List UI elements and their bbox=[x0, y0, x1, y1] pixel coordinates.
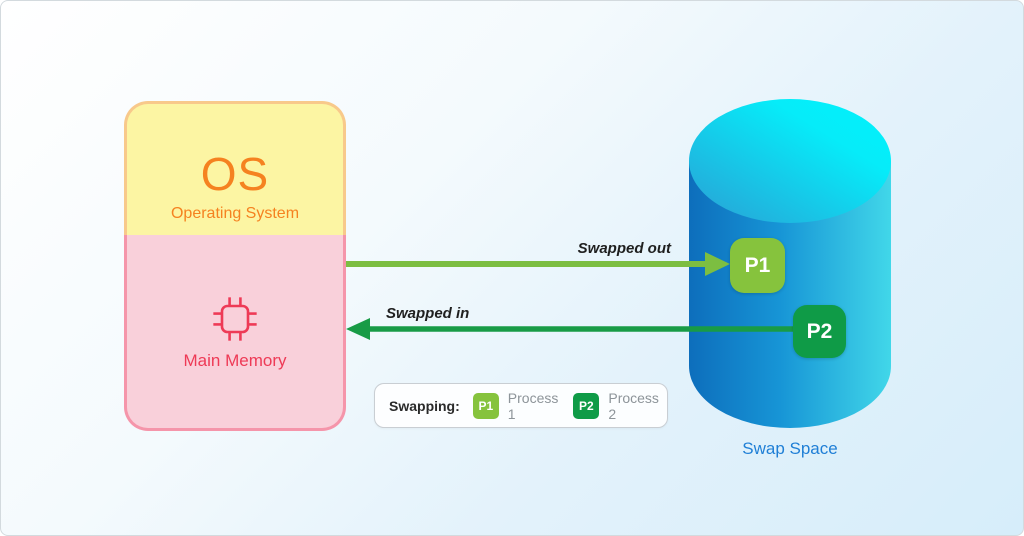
legend-p1-label: Process 1 bbox=[507, 389, 559, 422]
main-memory-label: Main Memory bbox=[183, 350, 287, 370]
os-label: Operating System bbox=[170, 205, 300, 222]
os-section: OS Operating System bbox=[124, 101, 346, 235]
main-memory-section: Main Memory bbox=[124, 235, 346, 431]
legend-title: Swapping: bbox=[389, 397, 460, 414]
swap-space-label: Swap Space bbox=[742, 439, 838, 458]
swapping-legend: Swapping: P1 Process 1 P2 Process 2 bbox=[374, 383, 668, 428]
swapped-out-label: Swapped out bbox=[577, 240, 671, 257]
swapped-out-arrow bbox=[346, 252, 730, 276]
os-abbreviation: OS bbox=[200, 148, 270, 200]
swap-space-cylinder bbox=[689, 99, 891, 428]
legend-p2-label: Process 2 bbox=[608, 389, 659, 422]
process-1-badge: P1 bbox=[730, 238, 785, 293]
legend-p1-chip: P1 bbox=[472, 392, 499, 419]
main-memory-box: OS Operating System Main Memory bbox=[124, 101, 346, 431]
process-2-badge: P2 bbox=[793, 305, 846, 358]
chip-icon bbox=[213, 296, 257, 341]
swapped-in-label: Swapped in bbox=[386, 305, 470, 322]
legend-p2-chip: P2 bbox=[573, 392, 600, 419]
